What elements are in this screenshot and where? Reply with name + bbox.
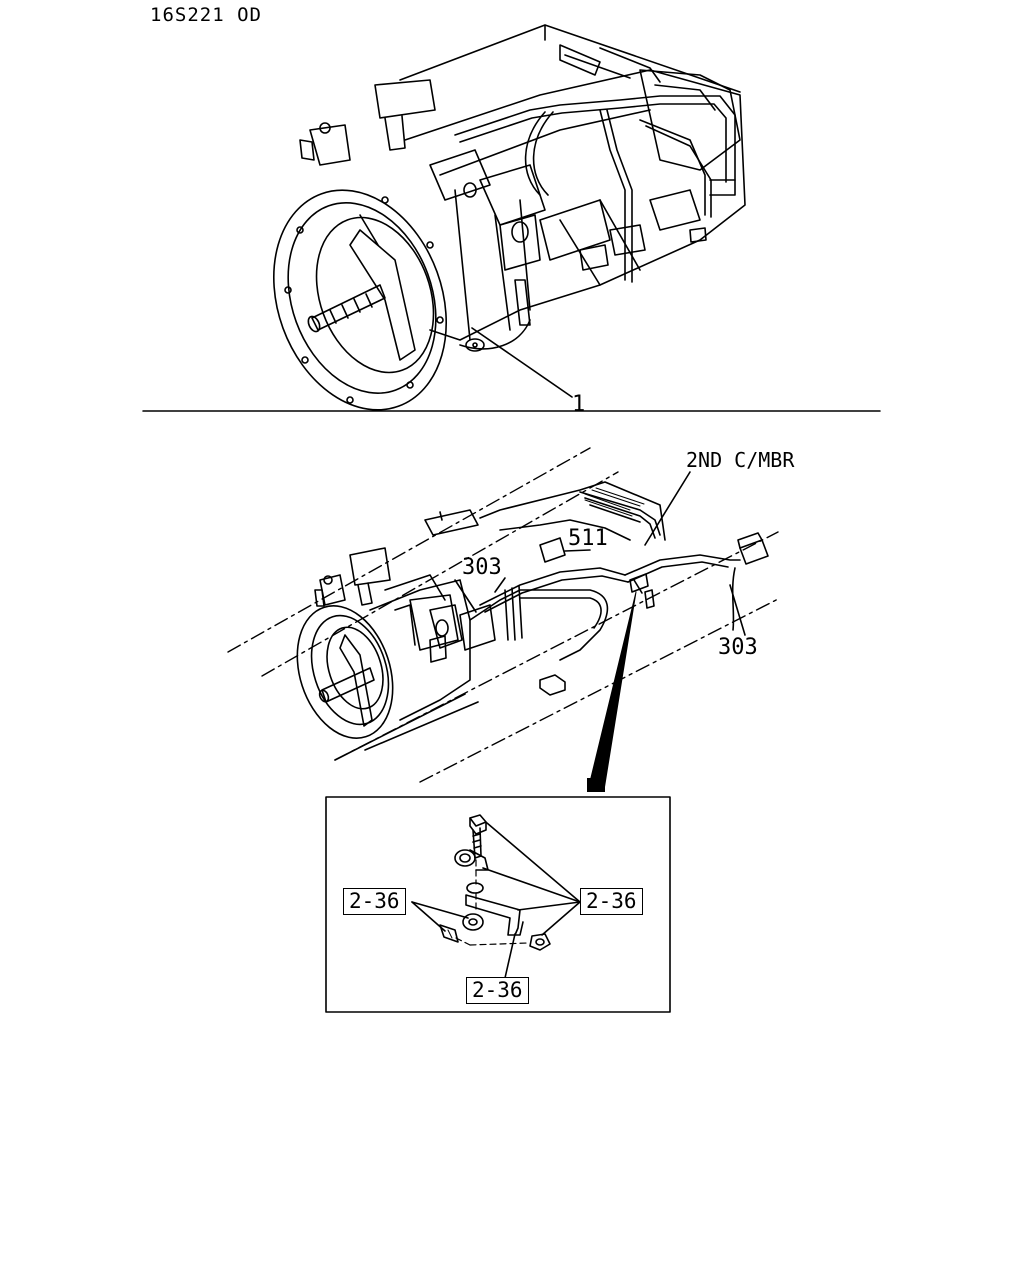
- detail-inset-frame: [325, 796, 671, 1013]
- detail-ref-bottom: 2-36: [466, 977, 529, 1004]
- diagram-code: 16S221 OD: [150, 4, 262, 26]
- chassis-frame-illustration: [227, 447, 781, 783]
- callout-harness-303-left: 303: [462, 555, 502, 580]
- detail-ref-left: 2-36: [343, 888, 406, 915]
- mini-transmission-illustration: [296, 547, 496, 739]
- leader-transmission: [471, 327, 573, 398]
- callout-transmission: 1: [572, 392, 586, 417]
- callout-crossmember: 2ND C/MBR: [686, 448, 795, 472]
- transmission-assembly-illustration: [272, 24, 746, 411]
- detail-hardware-illustration: [439, 814, 551, 951]
- leader-lines-middle: [454, 471, 746, 636]
- callout-harness-511: 511: [568, 526, 608, 551]
- callout-harness-303-right: 303: [718, 635, 758, 660]
- detail-leader-lines: [411, 822, 581, 979]
- detail-pointer-base: [587, 778, 605, 792]
- detail-pointer: [587, 591, 637, 791]
- detail-ref-right: 2-36: [580, 888, 643, 915]
